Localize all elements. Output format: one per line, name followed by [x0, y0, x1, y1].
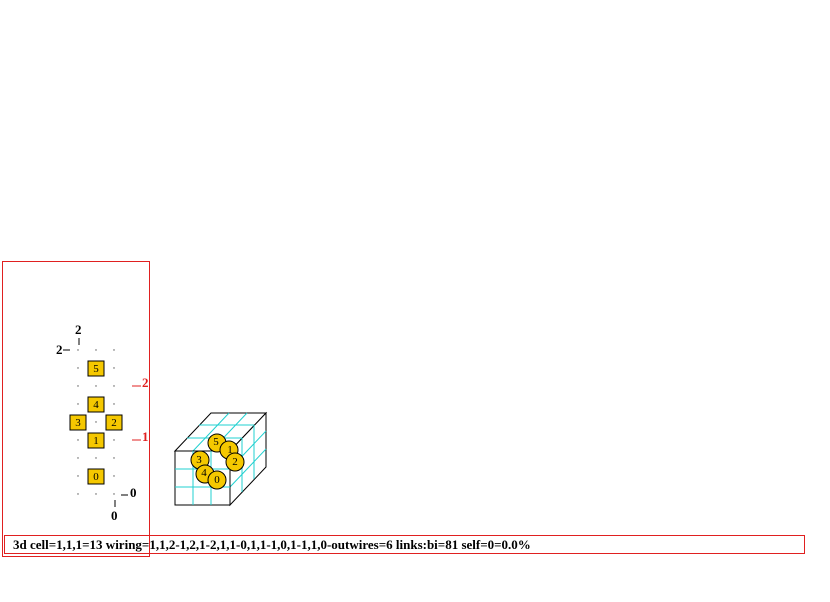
svg-text:2: 2	[232, 456, 238, 468]
grid-dot	[113, 385, 115, 387]
node-0: 0	[87, 468, 105, 485]
grid-dot	[77, 367, 79, 369]
grid-dot	[77, 439, 79, 441]
bottom-axis-value: 0	[111, 508, 118, 523]
grid-dot	[95, 493, 97, 495]
grid-dot	[95, 421, 97, 423]
svg-text:3: 3	[75, 417, 81, 429]
svg-text:5: 5	[213, 436, 219, 448]
cube-node-0: 0	[207, 470, 227, 490]
svg-text:0: 0	[214, 474, 220, 486]
node-2: 2	[105, 414, 123, 431]
grid-dot	[77, 349, 79, 351]
caption-text: 3d cell=1,1,1=13 wiring=1,1,2-1,2,1-2,1,…	[13, 537, 531, 552]
svg-text:1: 1	[227, 444, 233, 456]
svg-text:4: 4	[201, 467, 207, 479]
cube-node-2: 2	[225, 452, 245, 472]
level-label-2: 2	[142, 375, 149, 390]
grid-dot	[77, 475, 79, 477]
grid-dot	[77, 493, 79, 495]
grid-dot	[113, 439, 115, 441]
level-label-1: 1	[142, 429, 149, 444]
node-5: 5	[87, 360, 105, 377]
grid-dot	[113, 403, 115, 405]
left-axis-value: 2	[56, 342, 63, 357]
grid-dot	[77, 385, 79, 387]
svg-text:1: 1	[93, 435, 99, 447]
svg-text:3: 3	[196, 454, 202, 466]
grid-dot	[95, 385, 97, 387]
svg-text:5: 5	[93, 363, 99, 375]
grid-dot	[77, 457, 79, 459]
node-3: 3	[69, 414, 87, 431]
node-4: 4	[87, 396, 105, 413]
svg-text:0: 0	[93, 471, 99, 483]
right-axis-value: 0	[130, 485, 137, 500]
cube-view: 5 1 3 2 4 0	[173, 411, 268, 507]
grid-dot	[113, 475, 115, 477]
grid-dot	[95, 457, 97, 459]
layer-view: 2 2 0 0 2 1 5 4 3 2 1	[56, 322, 149, 523]
caption-box: 3d cell=1,1,1=13 wiring=1,1,2-1,2,1-2,1,…	[4, 535, 805, 554]
grid-dot	[113, 493, 115, 495]
node-1: 1	[87, 432, 105, 449]
svg-text:4: 4	[93, 399, 99, 411]
svg-text:2: 2	[111, 417, 117, 429]
layer-panel	[2, 261, 150, 557]
top-axis-value: 2	[75, 322, 82, 337]
grid-dot	[95, 349, 97, 351]
grid-dot	[113, 367, 115, 369]
grid-dot	[113, 349, 115, 351]
grid-dot	[113, 457, 115, 459]
grid-dot	[77, 403, 79, 405]
